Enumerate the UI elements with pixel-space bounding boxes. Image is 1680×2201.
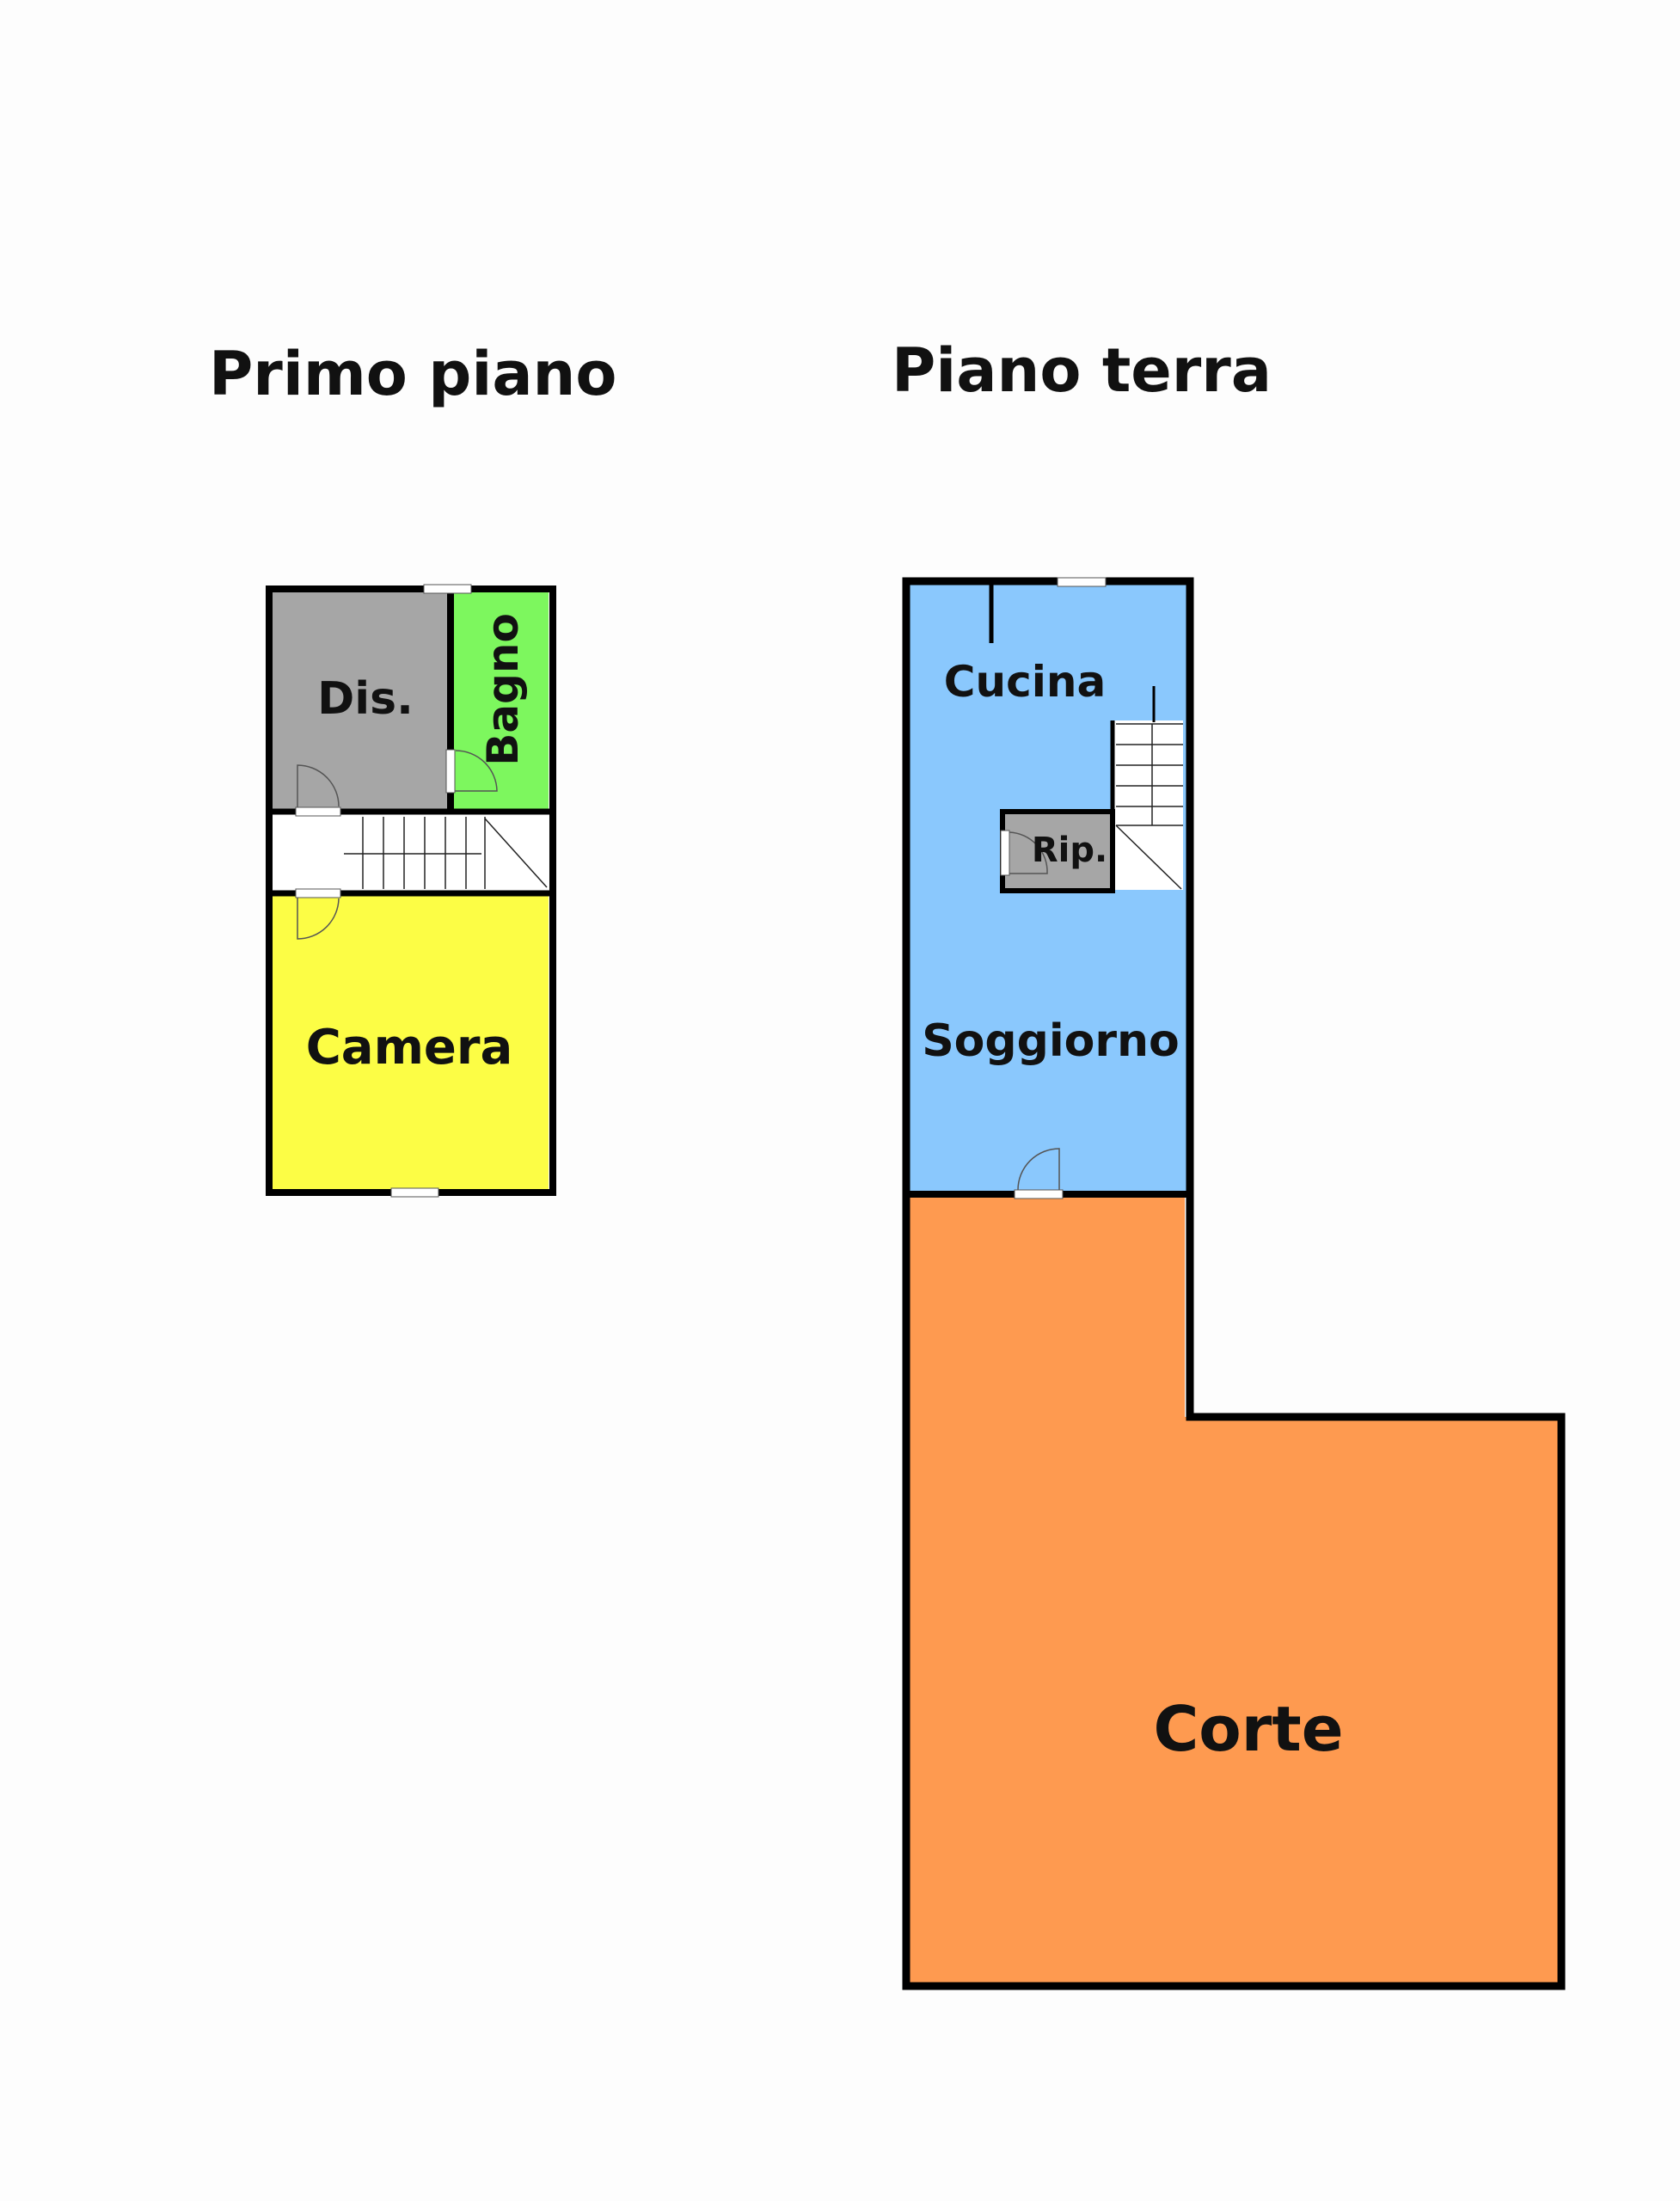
window-top <box>423 584 472 594</box>
first-floor-stair <box>344 817 548 889</box>
door-rip-swing <box>1009 831 1048 874</box>
door-dis <box>295 806 341 817</box>
ground-stair-area <box>1114 720 1183 890</box>
door-soggiorno-corte <box>1014 1189 1064 1199</box>
room-label-dis: Dis. <box>317 673 414 725</box>
room-corte-area <box>910 1197 1558 1983</box>
window-bottom <box>390 1187 439 1198</box>
room-camera-area <box>272 895 549 1190</box>
door-bagno-swing <box>455 750 498 792</box>
door-camera-swing <box>297 898 340 940</box>
window-cucina <box>1057 577 1107 587</box>
room-label-corte: Corte <box>1153 1693 1343 1765</box>
first-floor-plan: Dis. Bagno Camera <box>266 584 556 1198</box>
room-bagno-area <box>454 592 549 811</box>
door-soggiorno-swing <box>1017 1148 1060 1191</box>
door-dis-swing <box>297 764 340 807</box>
room-label-rip: Rip. <box>1032 831 1107 870</box>
room-rip-area <box>1002 813 1111 890</box>
room-label-cucina: Cucina <box>944 657 1106 707</box>
stair-hall-area <box>272 814 549 892</box>
first-floor-title: Primo piano <box>209 339 617 409</box>
door-rip <box>1000 830 1010 876</box>
ground-floor-title: Piano terra <box>892 335 1272 406</box>
ground-floor-stair <box>1115 723 1183 890</box>
room-dis-area <box>272 592 449 811</box>
room-label-bagno: Bagno <box>478 613 528 766</box>
door-bagno <box>445 749 456 794</box>
door-camera <box>295 888 341 898</box>
ground-floor-plan: Cucina Rip. Soggiorno Corte <box>902 577 1566 1990</box>
room-label-camera: Camera <box>306 1020 513 1076</box>
ground-floor-outer-wall <box>902 577 1566 1990</box>
room-label-soggiorno: Soggiorno <box>922 1015 1180 1067</box>
